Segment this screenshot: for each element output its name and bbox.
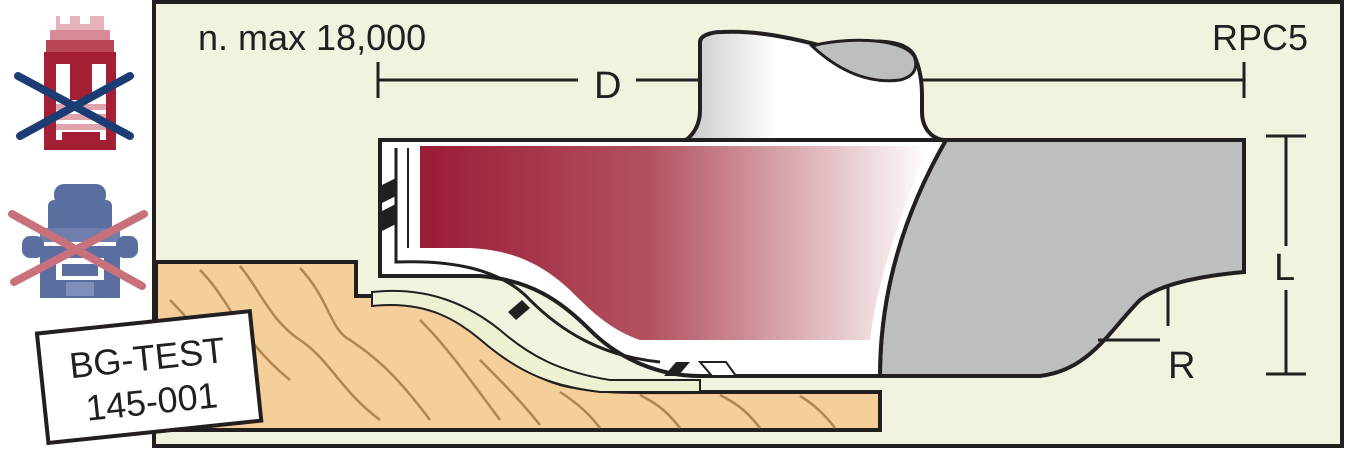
diameter-label: D	[594, 65, 621, 107]
no-hand-feed-machine-icon	[14, 16, 134, 150]
chip-mark-1	[380, 178, 396, 204]
shank-top-face	[809, 38, 918, 83]
cutter-red-gradient	[420, 146, 930, 340]
radius-label: R	[1168, 345, 1195, 387]
radius-dimension	[1098, 286, 1170, 342]
model-code-label: RPC5	[1212, 17, 1308, 58]
length-dimension	[1266, 134, 1306, 376]
chip-mark-5	[697, 361, 738, 377]
max-speed-label: n. max 18,000	[198, 17, 426, 58]
chip-mark-2	[380, 204, 396, 232]
no-router-machine-icon	[8, 184, 148, 298]
chip-mark-4	[664, 362, 690, 376]
length-label: L	[1274, 247, 1295, 289]
profile-gap	[371, 290, 701, 393]
certificate-tag: BG-TEST 145-001	[34, 309, 264, 446]
diameter-dimension	[376, 62, 1246, 98]
chip-mark-3	[508, 300, 530, 320]
edge-inner-line	[394, 148, 661, 364]
